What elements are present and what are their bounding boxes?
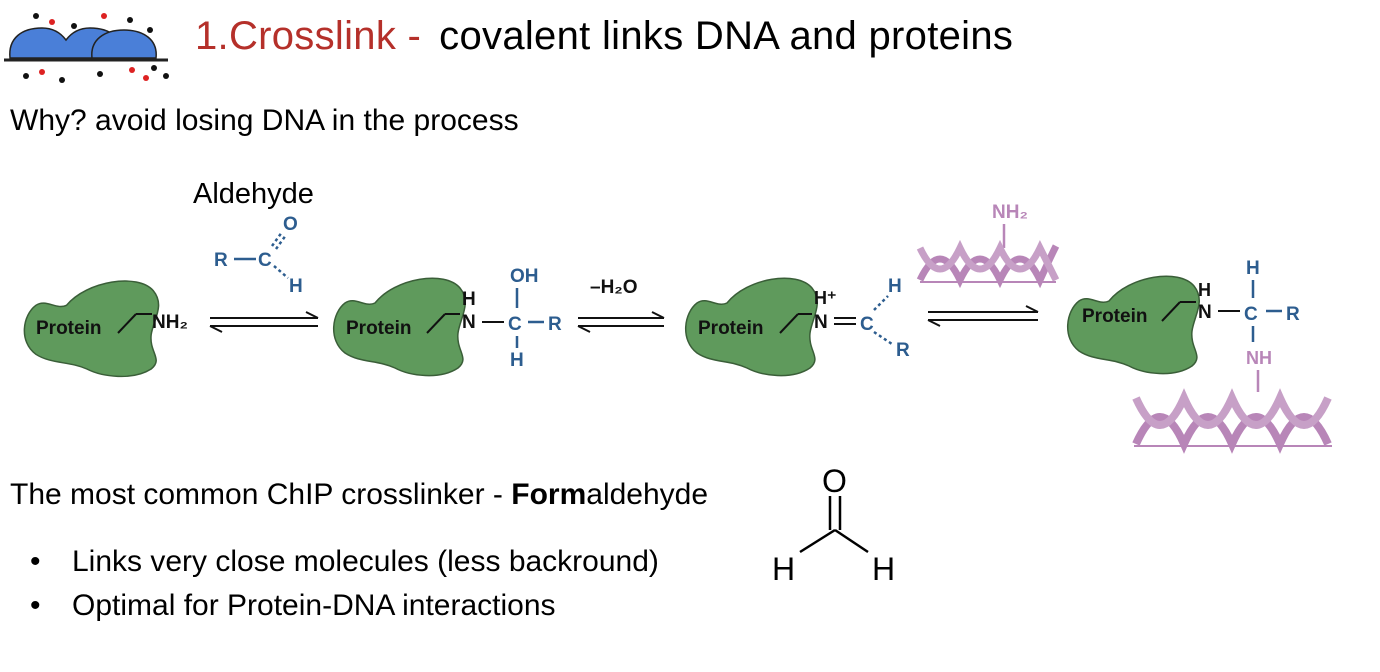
r-group: R	[1286, 304, 1300, 325]
protein-step1: Protein NH₂	[23, 280, 188, 378]
why-text: Why? avoid losing DNA in the process	[10, 104, 519, 137]
water-loss-label: –H₂O	[590, 277, 638, 298]
bullet-item: • Links very close molecules (less backro…	[30, 540, 659, 584]
page-title: 1.Crosslink - covalent links DNA and prot…	[195, 14, 1013, 59]
equilibrium-arrow-1	[209, 311, 319, 333]
title-number: 1.Crosslink -	[195, 14, 422, 58]
c-atom: C	[508, 314, 522, 335]
c-atom: C	[860, 314, 874, 335]
h-plus: H⁺	[814, 288, 837, 308]
protein-step4: Protein H N H C R NH	[1066, 258, 1300, 392]
crosslinker-suffix: aldehyde	[586, 478, 709, 511]
protein-label: Protein	[698, 318, 763, 339]
r-group: R	[548, 314, 562, 335]
dna-helix-reagent: NH₂	[916, 202, 1060, 289]
oh-group: OH	[510, 266, 539, 287]
n-atom: N	[1198, 302, 1212, 323]
formaldehyde-h-right: H	[872, 551, 895, 587]
bullet-text: Links very close molecules (less backrou…	[72, 545, 659, 578]
h-top: H	[462, 289, 476, 310]
title-text: covalent links DNA and proteins	[439, 14, 1014, 58]
formaldehyde-structure: O H H	[772, 463, 895, 587]
bullet-list: • Links very close molecules (less backro…	[30, 540, 659, 628]
crosslinker-prefix: The most common ChIP crosslinker -	[10, 478, 512, 511]
nh-link: NH	[1246, 348, 1272, 368]
aldehyde-label: Aldehyde	[193, 178, 314, 210]
h-bottom: H	[510, 350, 524, 371]
protein-step2: Protein H N OH C R H	[332, 266, 562, 377]
protein-label: Protein	[1082, 306, 1147, 327]
aldehyde-structure: R C O H	[214, 214, 303, 297]
reagent-h: H	[289, 276, 303, 297]
formaldehyde-o: O	[822, 463, 847, 499]
crosslinker-text: The most common ChIP crosslinker - Forma…	[10, 478, 708, 512]
bullet-text: Optimal for Protein-DNA interactions	[72, 589, 556, 622]
reagent-r: R	[214, 250, 228, 271]
crosslinker-bold: Form	[511, 478, 587, 511]
protein-label: Protein	[36, 318, 101, 339]
r-group: R	[896, 340, 910, 361]
h-on-c: H	[1246, 258, 1260, 279]
bullet-icon: •	[30, 545, 41, 578]
protein-step3: Protein H⁺ N C H R	[684, 276, 910, 377]
crosslink-icon	[4, 13, 169, 83]
nh2-label: NH₂	[152, 312, 188, 333]
formaldehyde-h-left: H	[772, 551, 795, 587]
bullet-icon: •	[30, 589, 41, 622]
dna-nh2-label: NH₂	[992, 202, 1028, 223]
n-atom: N	[814, 312, 828, 333]
protein-label: Protein	[346, 318, 411, 339]
reagent-c: C	[258, 250, 272, 271]
h-atom: H	[888, 276, 902, 297]
equilibrium-arrow-3	[927, 305, 1039, 327]
bullet-item: • Optimal for Protein-DNA interactions	[30, 584, 659, 628]
dna-helix-bound	[1132, 388, 1332, 454]
c-atom: C	[1244, 304, 1258, 325]
n-atom: N	[462, 312, 476, 333]
equilibrium-arrow-2: –H₂O	[577, 277, 665, 333]
h-top: H	[1198, 280, 1211, 300]
reagent-o: O	[283, 214, 298, 235]
